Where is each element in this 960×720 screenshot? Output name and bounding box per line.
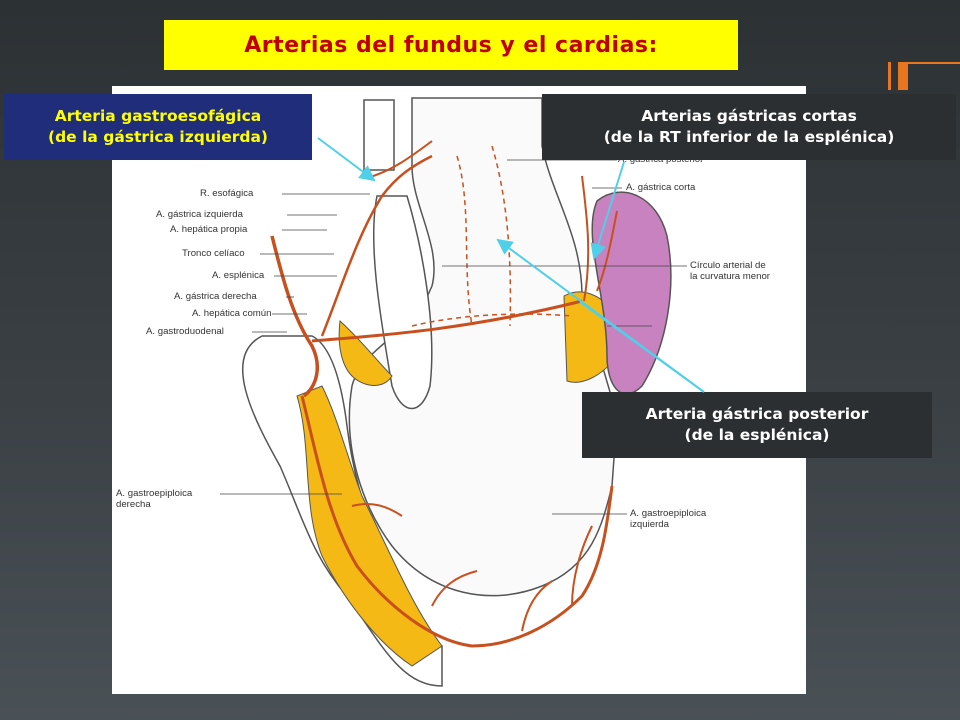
leader-lines-left [220,193,370,495]
omentum-left [296,385,443,667]
branch-2 [431,570,478,607]
label-gastroepiploica-izquierda-line1: A. gastroepiploica [630,508,707,519]
label-gastroepiploica-derecha-line1: A. gastroepiploica [116,488,193,499]
label-hepatica-comun: A. hepática común [192,308,272,319]
callout-gastroesofagica: Arteria gastroesofágica (de la gástrica … [4,94,312,160]
label-gastroepiploica-izquierda-line2: izquierda [630,519,669,530]
label-gastrica-derecha: A. gástrica derecha [174,291,257,302]
dashed-vessel-c [411,313,573,327]
label-gastrica-izquierda: A. gástrica izquierda [156,209,243,220]
stomach-diagram [220,97,687,687]
callout-gastricas-cortas: Arterias gástricas cortas (de la RT infe… [542,94,956,160]
branch-1 [351,503,403,517]
gastrica-izquierda-artery [320,154,433,337]
callout-gastricas-cortas-line2: (de la RT inferior de la esplénica) [603,128,895,146]
accent-line [908,62,960,64]
label-circulo-arterial: Círculo arterial de la curvatura menor [690,260,770,282]
callout-gastroesofagica-line2: (de la gástrica izquierda) [47,128,269,146]
anatomy-figure: R. esofágica A. gástrica izquierda A. he… [112,86,806,694]
label-circulo-line1: Círculo arterial de [690,260,766,271]
dashed-vessel-a [456,155,473,327]
label-r-esofagica: R. esofágica [200,188,254,199]
label-circulo-line2: la curvatura menor [690,271,770,282]
label-gastroepiploica-derecha-line2: derecha [116,499,151,510]
label-gastrica-corta: A. gástrica corta [626,182,696,193]
slide-title: Arterias del fundus y el cardias: [164,20,738,70]
label-hepatica-propia: A. hepática propia [170,224,248,235]
callout-gastrica-posterior-line2: (de la esplénica) [684,426,830,444]
branch-4 [571,525,593,607]
celiac-trunk-artery [270,235,320,398]
label-gastroepiploica-izquierda: A. gastroepiploica izquierda [630,508,706,530]
callout-gastroesofagica-line1: Arteria gastroesofágica [54,107,262,125]
callout-gastrica-posterior: Arteria gástrica posterior (de la esplén… [582,392,932,458]
lesser-curvature-outline [372,195,433,410]
label-gastroduodenal: A. gastroduodenal [146,326,224,337]
label-tronco-celiaco: Tronco celíaco [182,248,245,259]
callout-gastricas-cortas-line1: Arterias gástricas cortas [641,107,857,125]
esophagus-outline [363,99,395,171]
label-gastroepiploica-derecha: A. gastroepiploica derecha [116,488,192,510]
accent-bar-thick [898,62,908,90]
gastrica-corta-artery [581,175,590,302]
gastroepiploica-derecha-artery [300,395,614,648]
branch-3 [521,580,553,632]
accent-bar-thin [888,62,891,90]
label-esplenica: A. esplénica [212,270,265,281]
callout-gastrica-posterior-line1: Arteria gástrica posterior [645,405,869,423]
